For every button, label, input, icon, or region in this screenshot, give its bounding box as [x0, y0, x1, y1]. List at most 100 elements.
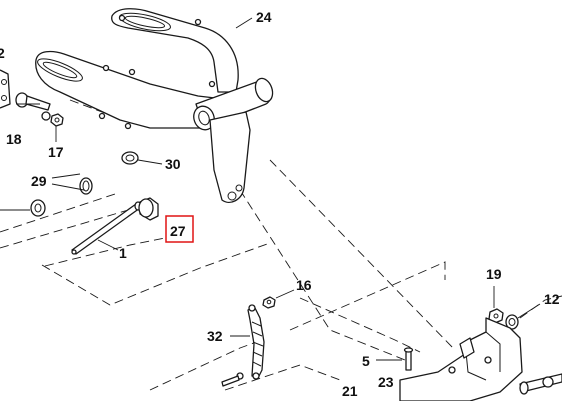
bushing-bore — [125, 154, 135, 162]
washer-bore — [34, 203, 42, 213]
washer-12-ring — [505, 314, 519, 330]
callout-1: 1 — [119, 245, 127, 261]
lower-arm-slot-inner — [42, 61, 78, 79]
lower-arm-slot — [37, 58, 83, 82]
strap-eyelet — [248, 304, 256, 312]
left-bracket — [0, 69, 11, 109]
callout-23: 23 — [378, 374, 394, 390]
bushing-body — [121, 151, 139, 165]
hex-nut-19-bore — [493, 313, 499, 319]
alignment-lines — [0, 99, 562, 391]
washer-ring — [30, 199, 46, 217]
callout-17: 17 — [48, 144, 64, 160]
cross-tube-bore — [193, 105, 215, 131]
arm-bolt — [208, 80, 216, 88]
callout-2: 2 — [0, 45, 5, 61]
alignment-line — [0, 207, 136, 249]
callout-29: 29 — [31, 173, 47, 189]
alignment-line — [41, 242, 271, 306]
upper-arm-slot-inner — [124, 15, 166, 29]
alignment-line — [289, 261, 446, 331]
leader-lines — [0, 17, 541, 361]
shaft-rod — [71, 203, 141, 255]
washer-12 — [505, 314, 519, 330]
arm-bolt — [118, 14, 126, 22]
leader-30 — [137, 159, 163, 165]
callout-32: 32 — [207, 328, 223, 344]
alignment-line — [0, 192, 119, 233]
leader-1 — [97, 239, 119, 251]
bolt-shank — [25, 95, 51, 111]
cross-tube-end — [254, 77, 274, 103]
callout-21: 21 — [342, 383, 358, 399]
frame-bracket — [399, 317, 523, 401]
alignment-line — [269, 159, 456, 351]
bolt-right-head — [519, 381, 529, 395]
frame-bracket-hole — [484, 356, 492, 364]
screw-shank — [221, 375, 240, 387]
nut-16-bore — [266, 299, 272, 305]
callout-16: 16 — [296, 277, 312, 293]
alignment-line — [519, 295, 562, 319]
alignment-line — [239, 189, 411, 363]
callout-18: 18 — [6, 131, 22, 147]
washer — [41, 111, 51, 121]
frame-bracket-hole — [448, 366, 456, 374]
arm-bolt — [124, 122, 132, 130]
arm-bolt — [98, 112, 106, 120]
strap-braid — [251, 321, 264, 367]
stud-top — [403, 347, 414, 353]
strap-body — [247, 305, 265, 379]
callout-24: 24 — [256, 9, 272, 25]
callout-27: 27 — [170, 223, 186, 239]
bushing-30 — [121, 151, 139, 165]
frame-bracket-edges — [465, 331, 501, 381]
seal-29 — [79, 177, 93, 195]
callout-27-highlight-box — [165, 215, 194, 243]
arm-bolt — [194, 18, 202, 26]
callout-5: 5 — [362, 353, 370, 369]
hex-nut-bore — [54, 117, 60, 123]
bushing-27-face — [138, 198, 154, 218]
callout-labels: 24 2 18 17 30 29 27 1 16 19 12 32 5 21 2… — [0, 9, 560, 399]
alignment-line — [299, 297, 421, 353]
washer-12-bore — [508, 318, 516, 326]
bolt-18 — [15, 92, 51, 111]
leader-12 — [517, 303, 541, 319]
down-leg-pivot-hole — [227, 191, 237, 201]
bolt-right — [519, 373, 562, 395]
seal-ring — [79, 177, 93, 195]
swingarm-down-leg — [209, 111, 251, 203]
left-bracket-hole — [1, 95, 7, 101]
cross-tube-bore-inner — [198, 110, 210, 126]
ground-strap-32 — [247, 304, 265, 380]
pivot-shaft-1 — [71, 201, 142, 255]
callout-12: 12 — [544, 291, 560, 307]
nut-17 — [50, 113, 64, 127]
stud-shank — [405, 349, 412, 371]
stud-5 — [403, 347, 414, 371]
down-leg-pivot-hole — [235, 184, 243, 192]
left-bracket-hole — [1, 79, 7, 85]
alignment-line — [149, 339, 263, 391]
strap-eyelet — [252, 372, 260, 380]
arm-bolt — [102, 64, 110, 72]
hex-nut — [50, 113, 64, 127]
washer-left — [30, 199, 46, 217]
callout-30: 30 — [165, 156, 181, 172]
nut-16 — [262, 296, 276, 309]
alignment-line — [44, 237, 166, 267]
swingarm — [35, 8, 274, 203]
frame-bracket-tab — [459, 337, 475, 359]
washer-right — [542, 376, 554, 388]
screw-bottom — [221, 372, 244, 387]
leader-29 — [51, 173, 81, 179]
seal-ring-inner — [82, 180, 90, 192]
frame-bracket-body — [399, 317, 523, 401]
arm-bolt — [128, 68, 136, 76]
leader-24 — [235, 17, 253, 29]
shaft-tip — [71, 249, 77, 255]
callout-19: 19 — [486, 266, 502, 282]
